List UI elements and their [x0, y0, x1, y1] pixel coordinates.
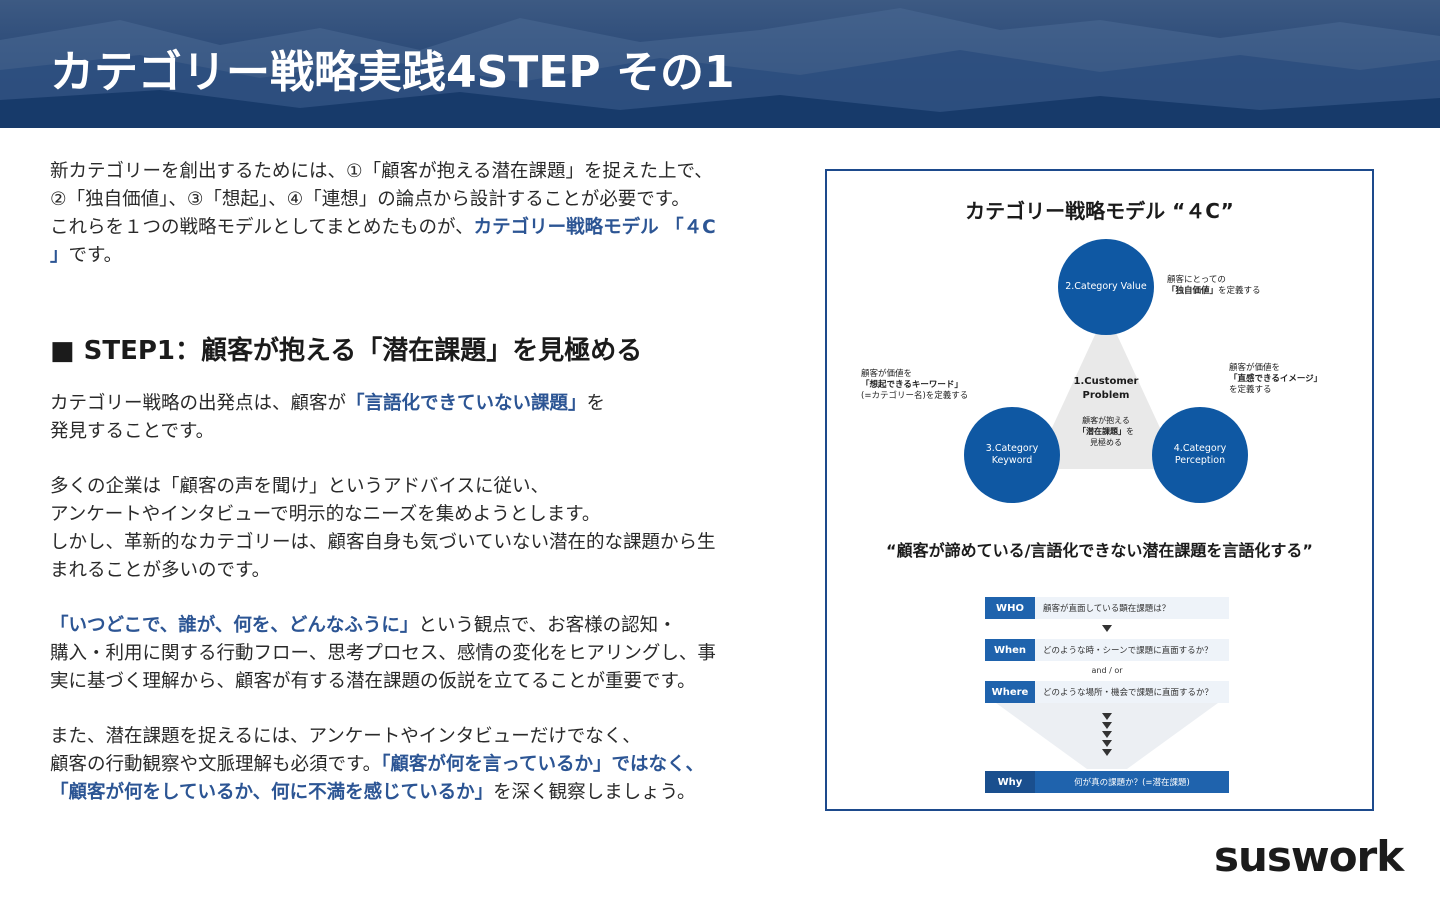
step1-paragraph-3: 「いつどこで、誰が、何を、どんなふうに」という観点で、お客様の認知・ 購入・利用… [50, 612, 775, 696]
text: 多くの企業は「顧客の声を聞け」というアドバイスに従い、 [50, 476, 549, 497]
intro-paragraph: 新カテゴリーを創出するためには、①「顧客が抱える潜在課題」を捉えた上で、 ②「独… [50, 158, 775, 270]
flow-row-why: Why 何が真の課題か？(=潜在課題) [985, 771, 1229, 793]
text: を定義する [1218, 286, 1261, 296]
flow-label-where: Where [985, 681, 1035, 703]
text: アンケートやインタビューで明示的なニーズを集めようとします。 [50, 504, 601, 525]
text: 顧客が価値を [861, 369, 913, 379]
arrow-down-icon [1102, 740, 1112, 747]
flow-text-where: どのような場所・機会で課題に直面するか？ [1043, 688, 1214, 698]
circle-category-perception: 4.Category Perception [1152, 407, 1248, 503]
intro-highlight: 」 [50, 245, 69, 266]
flow-text-when: どのような時・シーンで課題に直面するか？ [1043, 646, 1213, 656]
flow-text-who: 顧客が直面している顕在課題は？ [1043, 604, 1171, 614]
note-perception: 顧客が価値を 「直感できるイメージ」 を定義する [1229, 363, 1322, 396]
text: という観点で、お客様の認知・ [418, 615, 677, 636]
text: しかし、革新的なカテゴリーは、顧客自身も気づいていない潜在的な課題から生 [50, 532, 716, 553]
text: また、潜在課題を捉えるには、アンケートやインタビューだけでなく、 [50, 726, 641, 747]
highlight: 「直感できるイメージ」 [1229, 374, 1323, 384]
step1-paragraph-2: 多くの企業は「顧客の声を聞け」というアドバイスに従い、 アンケートやインタビュー… [50, 473, 775, 585]
center-subtitle: 顧客が抱える 「潜在課題」を 見極める [1061, 415, 1151, 448]
highlight: 「想起できるキーワード」 [861, 380, 963, 390]
intro-line: です。 [68, 245, 123, 266]
figure-quote: “顧客が諦めている/言語化できない潜在課題を言語化する” [886, 541, 1313, 560]
step1-paragraph-1: カテゴリー戦略の出発点は、顧客が「言語化できていない課題」を 発見することです。 [50, 390, 775, 446]
text: を [586, 393, 606, 414]
center-title: 1.Customer Problem [1073, 376, 1139, 401]
highlight: 「いつどこで、誰が、何を、どんなふうに」 [50, 615, 419, 636]
text: 顧客が抱える [1082, 416, 1130, 425]
step1-heading: ■ STEP1：顧客が抱える「潜在課題」を見極める [50, 336, 643, 366]
text: 顧客にとっての [1167, 275, 1226, 285]
arrow-down-icon [1102, 749, 1112, 756]
text: 顧客が価値を [1229, 363, 1281, 373]
text: を定義する [1229, 385, 1272, 395]
intro-highlight: カテゴリー戦略モデル 「４C [473, 217, 716, 238]
text: を深く観察しましょう。 [493, 782, 696, 803]
highlight: 「顧客が何を言っているか」ではなく、 [381, 754, 704, 775]
arrow-down-icon [1102, 722, 1112, 729]
customer-problem-triangle [1033, 311, 1179, 469]
circle-category-value: 2.Category Value [1058, 239, 1154, 335]
flow-text-why: 何が真の課題か？(=潜在課題) [1074, 778, 1190, 788]
arrow-down-icon [1102, 713, 1112, 720]
text: カテゴリー戦略の出発点は、顧客が [50, 393, 347, 414]
flow-label-who: WHO [985, 597, 1035, 619]
text: 顧客の行動観察や文脈理解も必須です。 [50, 754, 382, 775]
text: (=カテゴリー名)を定義する [861, 391, 969, 401]
text: 購入・利用に関する行動フロー、思考プロセス、感情の変化をヒアリングし、事 [50, 643, 716, 664]
figure-title: カテゴリー戦略モデル “４C” [965, 199, 1234, 223]
note-keyword: 顧客が価値を 「想起できるキーワード」 (=カテゴリー名)を定義する [861, 369, 968, 402]
flow-row-when: When どのような時・シーンで課題に直面するか？ [985, 639, 1229, 661]
circle-category-keyword: 3.Category Keyword [964, 407, 1060, 503]
step1-paragraph-4: また、潜在課題を捉えるには、アンケートやインタビューだけでなく、 顧客の行動観察… [50, 723, 775, 807]
body-text: 新カテゴリーを創出するためには、①「顧客が抱える潜在課題」を捉えた上で、 ②「独… [50, 158, 775, 807]
flow-row-where: Where どのような場所・機会で課題に直面するか？ [985, 681, 1229, 703]
highlight: 「独自価値」 [1167, 286, 1219, 296]
four-c-model-figure: カテゴリー戦略モデル “４C” 2.Category Value 3.Categ… [825, 169, 1374, 811]
text: 実に基づく理解から、顧客が有する潜在課題の仮説を立てることが重要です。 [50, 671, 696, 692]
note-value: 顧客にとっての 「独自価値」を定義する [1167, 275, 1261, 297]
intro-line: これらを１つの戦略モデルとしてまとめたものが、 [50, 217, 474, 238]
text: 見極める [1090, 438, 1122, 447]
intro-line: ②「独自価値」、③「想起」、④「連想」の論点から設計することが必要です。 [50, 189, 690, 210]
mountain-background [0, 8, 1440, 128]
text: まれることが多いのです。 [50, 560, 271, 581]
text: を [1126, 427, 1134, 436]
arrow-down-icon [1102, 731, 1112, 738]
header-banner: カテゴリー戦略実践4STEP その1 [0, 0, 1440, 128]
highlight: 「言語化できていない課題」 [346, 393, 587, 414]
intro-line: 新カテゴリーを創出するためには、①「顧客が抱える潜在課題」を捉えた上で、 [50, 161, 713, 182]
brand-logo: suswork [1214, 832, 1404, 881]
flow-label-when: When [985, 639, 1035, 661]
and-or-label: and / or [1091, 666, 1123, 675]
flow-label-why: Why [985, 771, 1035, 793]
highlight: 「潜在課題」 [1078, 427, 1126, 436]
highlight: 「顧客が何をしているか、何に不満を感じているか」 [50, 782, 494, 803]
arrow-down-icon [1102, 625, 1112, 632]
flow-row-who: WHO 顧客が直面している顕在課題は？ [985, 597, 1229, 619]
page-title: カテゴリー戦略実践4STEP その1 [50, 47, 735, 98]
text: 発見することです。 [50, 421, 215, 442]
